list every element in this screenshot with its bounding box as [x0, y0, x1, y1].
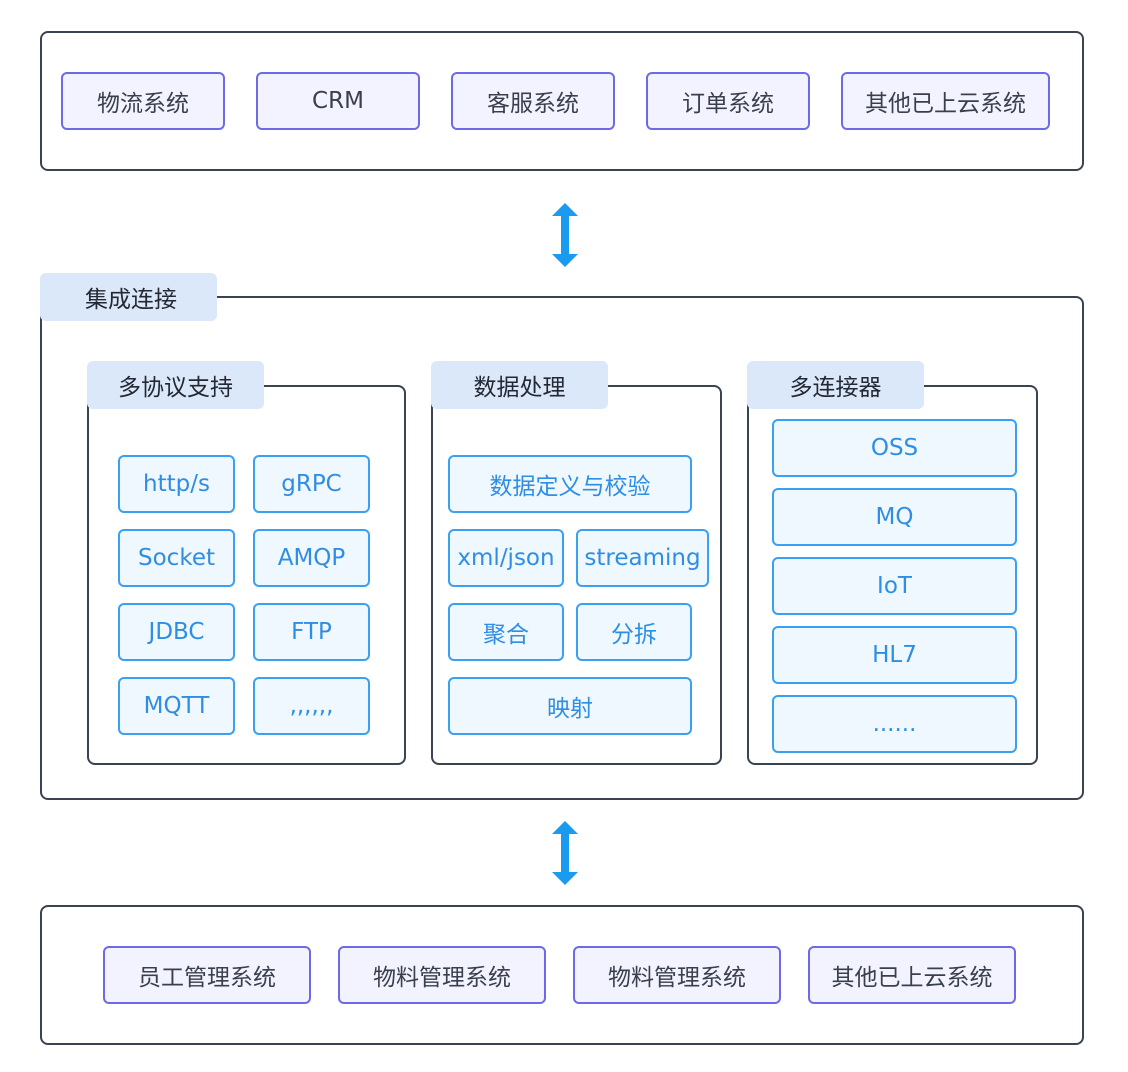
protocol-mqtt: MQTT [118, 677, 235, 735]
connector-more: ...... [772, 695, 1017, 753]
protocol-amqp: AMQP [253, 529, 370, 587]
processing-split: 分拆 [576, 603, 692, 661]
processing-streaming: streaming [576, 529, 709, 587]
protocol-socket: Socket [118, 529, 235, 587]
protocol-http: http/s [118, 455, 235, 513]
protocol-ftp: FTP [253, 603, 370, 661]
top-system-customer-service: 客服系统 [451, 72, 615, 130]
top-system-other-cloud: 其他已上云系统 [841, 72, 1050, 130]
integration-title: 集成连接 [40, 273, 217, 321]
bottom-system-material-1: 物料管理系统 [338, 946, 546, 1004]
top-system-orders: 订单系统 [646, 72, 810, 130]
processing-xml-json: xml/json [448, 529, 564, 587]
connectors-title: 多连接器 [747, 361, 924, 409]
connector-oss: OSS [772, 419, 1017, 477]
double-arrow-icon [552, 821, 578, 885]
double-arrow-icon [552, 203, 578, 267]
processing-title: 数据处理 [431, 361, 608, 409]
top-system-logistics: 物流系统 [61, 72, 225, 130]
protocol-grpc: gRPC [253, 455, 370, 513]
connector-hl7: HL7 [772, 626, 1017, 684]
bottom-system-employee: 员工管理系统 [103, 946, 311, 1004]
connector-mq: MQ [772, 488, 1017, 546]
processing-mapping: 映射 [448, 677, 692, 735]
processing-aggregate: 聚合 [448, 603, 564, 661]
protocol-more: ,,,,,, [253, 677, 370, 735]
processing-definition-validation: 数据定义与校验 [448, 455, 692, 513]
top-system-crm: CRM [256, 72, 420, 130]
bottom-system-material-2: 物料管理系统 [573, 946, 781, 1004]
protocols-title: 多协议支持 [87, 361, 264, 409]
bottom-system-other-cloud: 其他已上云系统 [808, 946, 1016, 1004]
protocol-jdbc: JDBC [118, 603, 235, 661]
connector-iot: IoT [772, 557, 1017, 615]
